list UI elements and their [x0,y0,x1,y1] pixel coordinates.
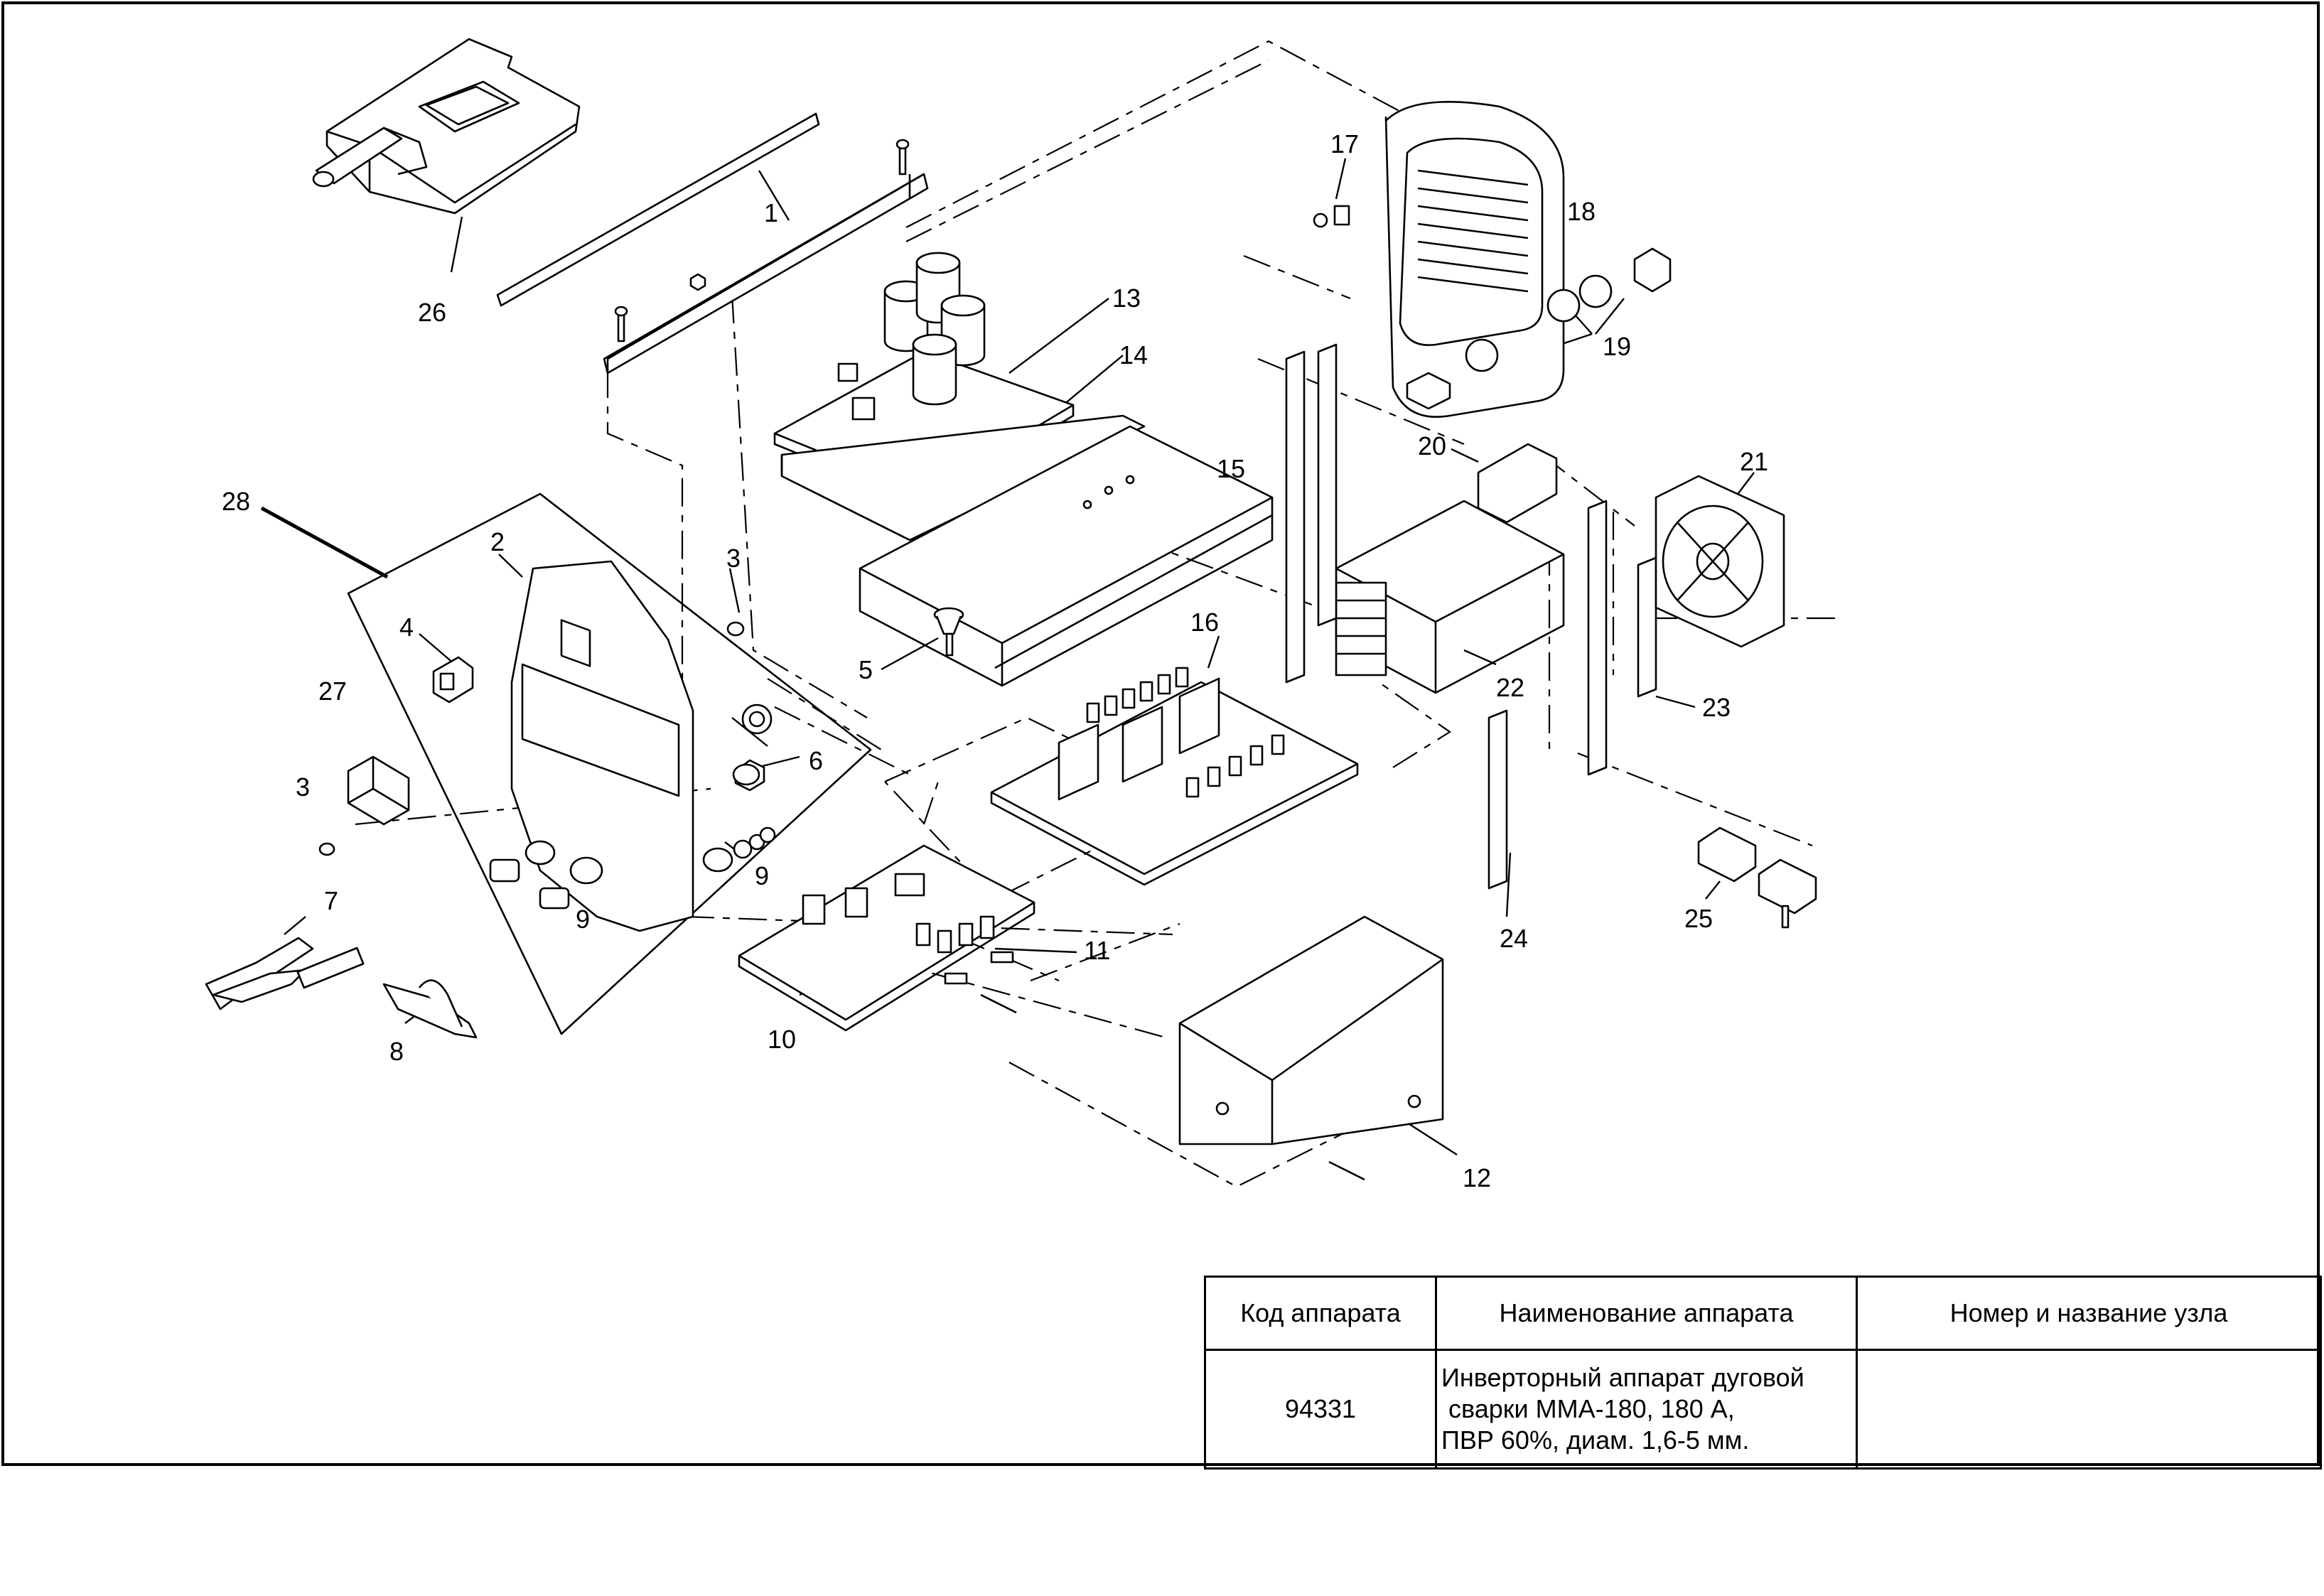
title-block-table: Код аппарата Наименование аппарата Номер… [1204,1276,2322,1470]
label-part-3-top: 3 [726,544,741,573]
header-device-name: Наименование аппарата [1435,1276,1858,1351]
device-code-value: 94331 [1204,1349,1437,1470]
label-part-25: 25 [1684,904,1713,933]
label-part-19: 19 [1603,332,1631,361]
terminal-sockets [489,826,776,910]
label-part-12: 12 [1463,1163,1491,1192]
label-part-8: 8 [389,1037,404,1066]
label-part-9-b: 9 [755,861,769,890]
label-part-1: 1 [764,198,778,227]
power-board [990,667,1359,886]
label-part-2: 2 [490,527,505,556]
device-name-line-3: ПВР 60%, диам. 1,6-5 мм. [1441,1425,1750,1455]
capacitors [883,252,986,406]
label-part-26: 26 [418,298,446,327]
insulator-pads [944,951,1017,1014]
rear-panel [1313,101,1565,418]
transformer [1335,443,1565,694]
front-panel-group [347,492,872,1035]
cable-glands [1546,247,1672,323]
label-part-13: 13 [1112,284,1141,313]
header-assembly: Номер и название узла [1856,1276,2322,1351]
label-part-22: 22 [1496,673,1524,702]
control-board [738,844,1035,1032]
assembly-value [1856,1349,2322,1470]
power-switch [432,656,474,703]
label-part-4: 4 [399,613,414,642]
earth-clamp [205,937,365,1010]
top-rails [496,112,929,374]
device-name-line-1: Инверторный аппарат дуговой [1441,1363,1804,1392]
mounting-brackets [1697,826,1817,929]
label-part-24: 24 [1500,924,1528,953]
drawing-frame [1,1,2320,1466]
label-part-20: 20 [1418,431,1446,460]
screws [318,621,745,856]
header-device-code: Код аппарата [1204,1276,1437,1351]
label-part-21: 21 [1740,447,1768,476]
part-labels: 1 2 3 3 4 5 6 7 8 9 9 9 10 11 12 13 14 1… [222,129,1768,1192]
label-part-14: 14 [1119,340,1148,370]
cooling-fan [1655,475,1785,648]
label-part-17: 17 [1330,129,1359,158]
top-cover-tray [312,38,581,215]
label-part-10: 10 [768,1025,796,1054]
label-part-28: 28 [222,487,250,516]
device-name-line-2: сварки ММА-180, 180 А, [1441,1394,1735,1423]
label-part-6: 6 [809,746,823,775]
electrode-holder [382,979,478,1039]
label-part-7: 7 [324,886,338,915]
label-part-27: 27 [318,676,347,706]
device-name-value: Инверторный аппарат дуговой сварки ММА-1… [1435,1349,1858,1470]
bottom-cover [1178,915,1444,1181]
label-part-23: 23 [1702,693,1731,722]
label-part-5: 5 [859,655,873,684]
label-part-16: 16 [1190,608,1219,637]
label-part-9-a: 9 [576,905,590,934]
label-part-18: 18 [1567,197,1596,226]
label-part-11: 11 [1084,936,1110,965]
label-part-3-left: 3 [296,772,310,802]
vertical-rails [1285,343,1657,890]
potentiometer [732,703,773,792]
rubber-foot [933,607,964,657]
label-part-15: 15 [1217,454,1245,483]
